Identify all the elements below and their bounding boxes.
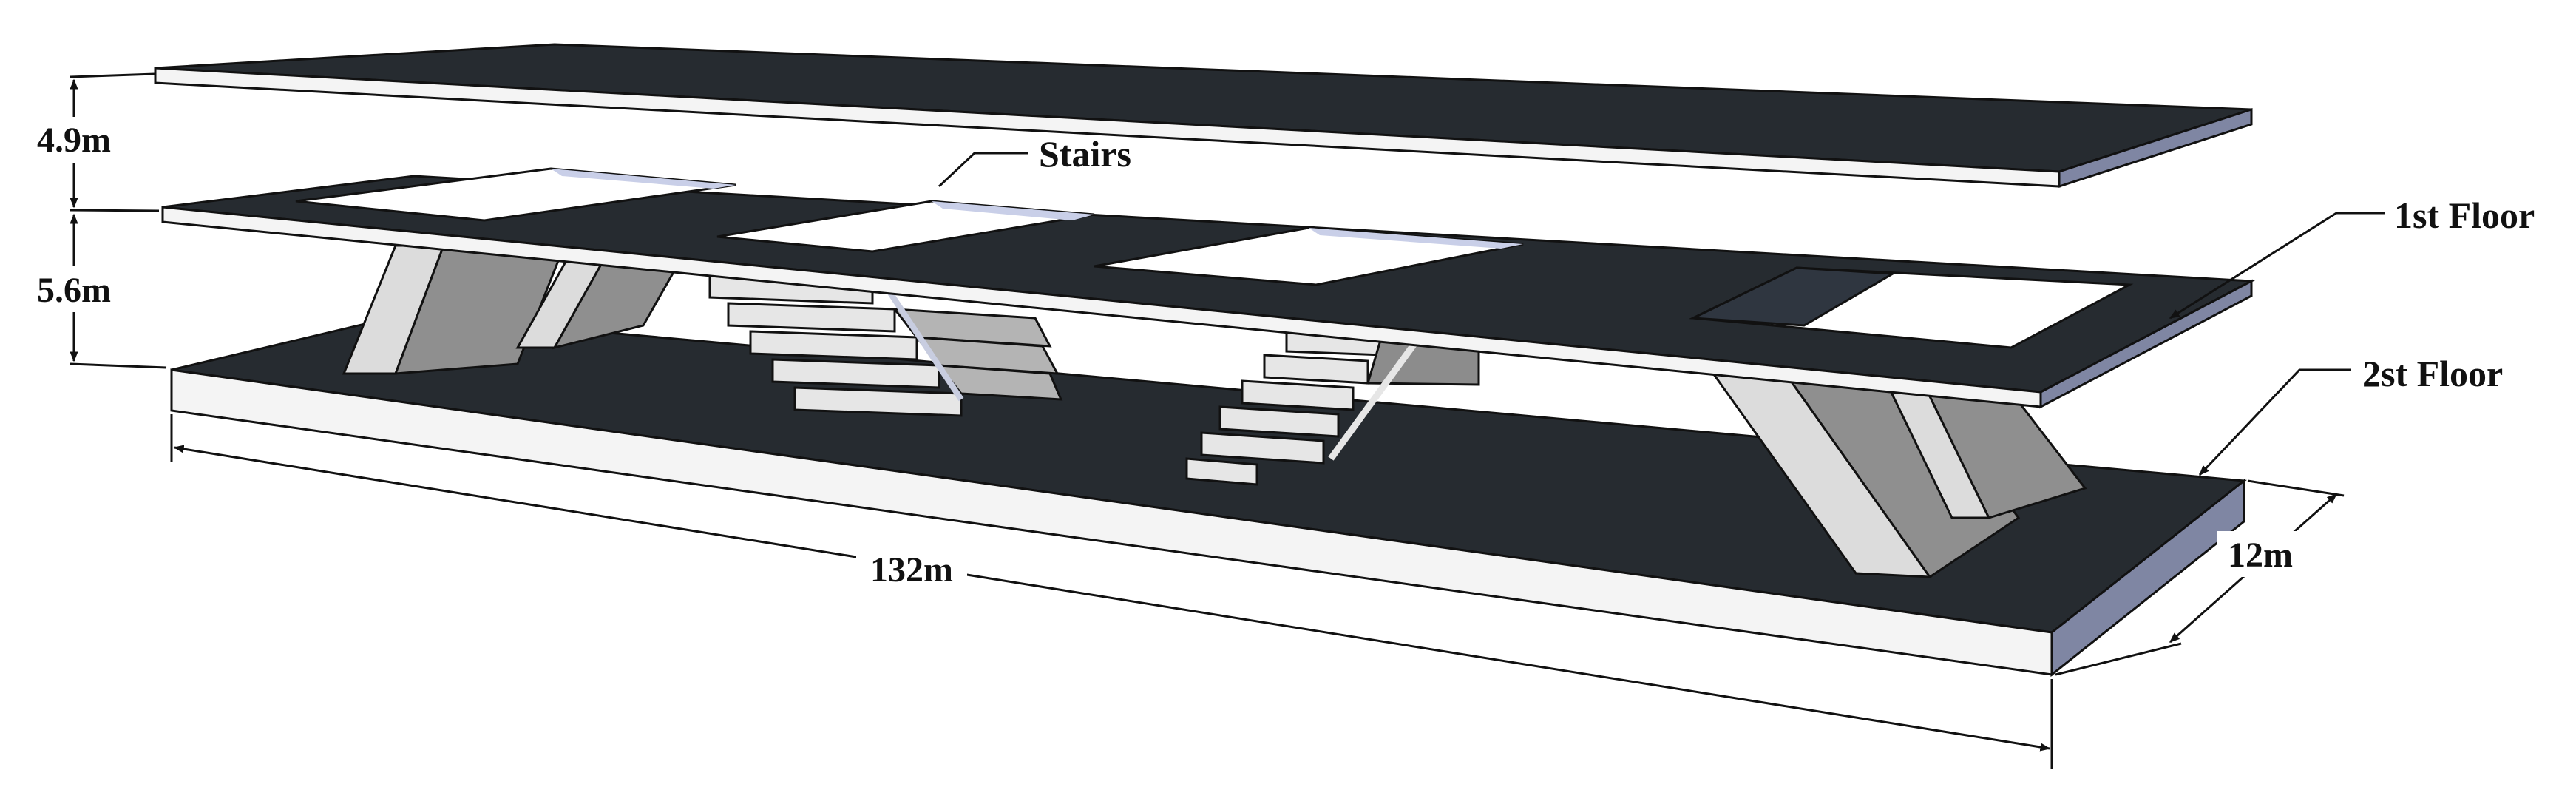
width-extension-top [2247,479,2345,497]
stair-left-step-2 [727,302,896,333]
opening-4-inner-dark [1689,266,1897,327]
stair-left-step-3 [749,330,918,361]
width-text-bg [2217,531,2304,577]
height-dimensions: 4.9m 5.6m [28,72,167,369]
stairs-left [708,220,1063,417]
opening-2-inner [932,201,1094,220]
stair-right-step-3 [1241,379,1355,411]
middle-slab-side [2039,279,2253,409]
dim-text-bg-top [28,117,120,163]
top-height-label: 4.9m [37,121,111,160]
stairs-label: Stairs [1039,133,1131,175]
stairs-leader-line [938,152,1028,188]
width-extension-bottom [2055,642,2182,676]
second-floor-callout: 2st Floor [2198,353,2503,476]
length-dim-line [173,445,2051,752]
stair-left-step-4 [771,358,940,389]
width-dimension: 12m [2055,479,2345,676]
top-slab [154,43,2253,189]
stair-left-step-6 [892,308,1052,348]
top-slab-top [155,43,2252,173]
stairs-callout: Stairs [938,133,1131,188]
length-label: 132m [870,550,953,590]
stair-left-step-5 [793,386,963,417]
stair-right-rail [1328,334,1423,461]
dim-extension-top [70,72,156,78]
length-text-bg [856,546,967,592]
dim-extension-mid [70,209,160,212]
dim-text-bg-mid [28,266,120,312]
opening-3-inner [1309,228,1523,249]
width-label: 12m [2228,536,2293,575]
stair-right-step-4 [1218,405,1340,438]
stair-right-step-2 [1263,354,1369,385]
first-floor-callout: 1st Floor [2169,195,2535,320]
length-dimension: 132m [170,414,2053,769]
middle-slab [161,167,2256,409]
top-slab-side [2058,107,2253,189]
first-floor-leader-line [2169,212,2385,320]
second-floor-label: 2st Floor [2362,353,2503,394]
opening-1-inner [551,169,736,189]
second-floor-leader-line [2198,368,2351,476]
first-floor-label: 1st Floor [2394,195,2535,236]
dim-extension-bottom [70,362,167,369]
middle-height-label: 5.6m [37,271,111,310]
